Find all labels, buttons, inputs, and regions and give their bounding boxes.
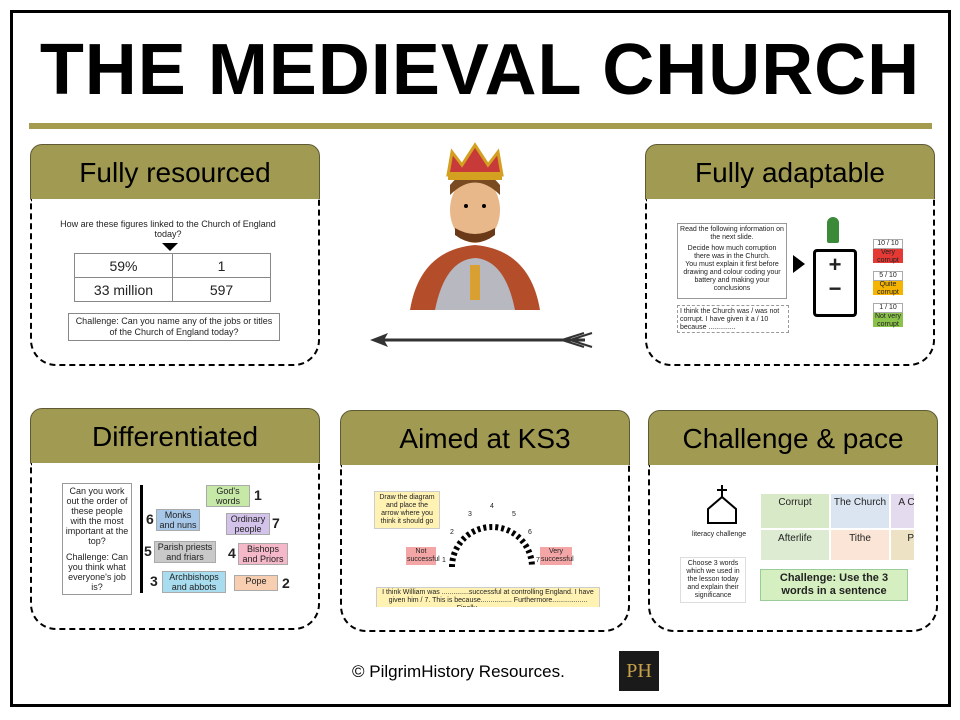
score-5: 5 / 10 Quite corrupt	[873, 271, 903, 296]
literacy-task: Choose 3 words which we used in the less…	[680, 557, 746, 603]
table-row: 59% 1	[74, 253, 271, 278]
table-cell: 1	[172, 253, 271, 278]
tag-number: 5	[144, 543, 152, 559]
tag-number: 6	[146, 511, 154, 527]
battery-minus: −	[828, 276, 842, 301]
ks3-thumbnail: Draw the diagram and place the arrow whe…	[370, 483, 606, 607]
slide-title: THE MEDIEVAL CHURCH	[39, 30, 921, 110]
card-heading: Differentiated	[30, 408, 320, 464]
long-arrow-icon	[370, 332, 593, 348]
footer-copyright: © PilgrimHistory Resources.	[352, 662, 565, 681]
card-fully-adaptable: Fully adaptable Read the following infor…	[645, 144, 935, 366]
keyword-cell: Corrupt	[760, 493, 830, 529]
battery-plus: +	[828, 252, 842, 277]
card-body: Read the following information on the ne…	[645, 199, 935, 366]
battery-icon: + −	[813, 249, 857, 317]
score-1: 1 / 10 Not very corrupt	[873, 303, 903, 328]
tag-parish: Parish priests and friars	[154, 541, 216, 563]
card-aimed-ks3: Aimed at KS3 Draw the diagram and place …	[340, 410, 630, 632]
card-heading: Fully resourced	[30, 144, 320, 200]
down-arrow-icon	[162, 243, 178, 251]
keyword-cell: Pope	[890, 529, 914, 561]
card-challenge-pace: Challenge & pace literacy challenge Choo…	[648, 410, 938, 632]
vertical-arrow-icon	[140, 485, 143, 593]
dial-number: 5	[512, 511, 516, 518]
keyword-grid: Corrupt The Church A Church Afterlife Ti…	[760, 493, 914, 561]
figure-icon	[827, 217, 839, 243]
tag-archbishops: Archbishops and abbots	[162, 571, 226, 593]
card-body: Can you work out the order of these peop…	[30, 463, 320, 630]
resource-question: How are these figures linked to the Chur…	[60, 219, 276, 239]
table-cell: 59%	[74, 253, 173, 278]
table-row: 33 million 597	[74, 277, 271, 302]
tag-monks: Monks and nuns	[156, 509, 200, 531]
not-successful-label: Not successful	[406, 547, 440, 565]
dial-sentence: I think William was ..............succes…	[376, 587, 600, 607]
church-icon	[707, 485, 737, 524]
instructions-title: Read the following information on the ne…	[680, 226, 784, 241]
card-heading: Challenge & pace	[648, 410, 938, 466]
resource-thumbnail: How are these figures linked to the Chur…	[58, 217, 298, 347]
order-question: Can you work out the order of these peop…	[65, 486, 129, 546]
tag-number: 1	[254, 487, 262, 503]
tag-number: 2	[282, 575, 290, 591]
tag-gods-words: God's words	[206, 485, 250, 507]
title-divider	[29, 123, 932, 129]
card-body: How are these figures linked to the Chur…	[30, 199, 320, 366]
question-box: Can you work out the order of these peop…	[62, 483, 132, 595]
card-heading: Fully adaptable	[645, 144, 935, 200]
keyword-cell: Afterlife	[760, 529, 830, 561]
success-dial	[449, 524, 535, 568]
slide-frame	[10, 10, 951, 707]
dial-number: 6	[528, 529, 532, 536]
dial-number: 7	[536, 557, 540, 564]
card-differentiated: Differentiated Can you work out the orde…	[30, 408, 320, 630]
differentiated-thumbnail: Can you work out the order of these peop…	[60, 481, 296, 601]
figures-table: 59% 1 33 million 597	[74, 253, 271, 302]
resource-challenge: Challenge: Can you name any of the jobs …	[68, 313, 280, 341]
instructions-box: Read the following information on the ne…	[677, 223, 787, 299]
tag-ordinary: Ordinary people	[226, 513, 270, 535]
card-heading: Aimed at KS3	[340, 410, 630, 466]
tag-pope: Pope	[234, 575, 278, 591]
table-cell: 597	[172, 277, 271, 302]
tag-number: 3	[150, 573, 158, 589]
tag-number: 4	[228, 545, 236, 561]
order-challenge: Challenge: Can you think what everyone's…	[65, 552, 129, 592]
dial-instruction: Draw the diagram and place the arrow whe…	[374, 491, 440, 529]
dial-number: 2	[450, 529, 454, 536]
statement-box: I think the Church was / was not corrupt…	[677, 305, 789, 333]
dial-number: 1	[442, 557, 446, 564]
instructions-bullet: You must explain it first before drawing…	[683, 261, 781, 292]
dial-number: 4	[490, 503, 494, 510]
challenge-thumbnail: literacy challenge Choose 3 words which …	[676, 483, 914, 607]
card-fully-resourced: Fully resourced How are these figures li…	[30, 144, 320, 366]
keyword-cell: Tithe	[830, 529, 890, 561]
keyword-cell: The Church	[830, 493, 890, 529]
tag-bishops: Bishops and Priors	[238, 543, 288, 565]
table-cell: 33 million	[74, 277, 173, 302]
instructions-bullet: Decide how much corruption there was in …	[687, 245, 777, 260]
card-body: literacy challenge Choose 3 words which …	[648, 465, 938, 632]
king-portrait	[410, 142, 540, 310]
keyword-challenge: Challenge: Use the 3 words in a sentence	[760, 569, 908, 601]
dial-number: 3	[468, 511, 472, 518]
ph-logo: PH	[619, 651, 659, 691]
keyword-cell: A Church	[890, 493, 914, 529]
right-arrow-icon	[793, 255, 805, 273]
literacy-label: literacy challenge	[692, 531, 747, 538]
tag-number: 7	[272, 515, 280, 531]
card-body: Draw the diagram and place the arrow whe…	[340, 465, 630, 632]
adaptable-thumbnail: Read the following information on the ne…	[675, 217, 915, 335]
very-successful-label: Very successful	[540, 547, 574, 565]
score-10: 10 / 10 Very corrupt	[873, 239, 903, 264]
